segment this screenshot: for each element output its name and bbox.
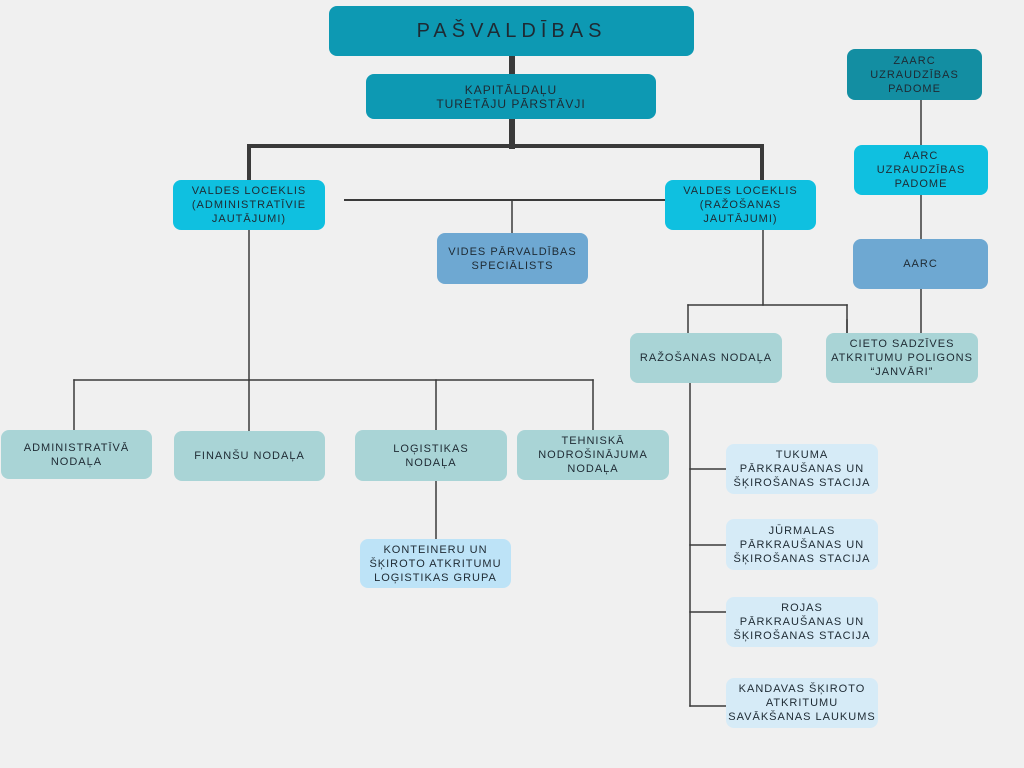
node-konteineru-logistikas-grupa: KONTEINERU UN ŠĶIROTO ATKRITUMU LOĢISTIK… bbox=[360, 539, 511, 588]
node-pasvaldibas: PAŠVALDĪBAS bbox=[329, 6, 694, 56]
node-razosanas-nodala: RAŽOŠANAS NODAĻA bbox=[630, 333, 782, 383]
node-logistikas-nodala: LOĢISTIKAS NODAĻA bbox=[355, 430, 507, 481]
node-aarc-uzraudzibas-padome: AARC UZRAUDZĪBAS PADOME bbox=[854, 145, 988, 195]
node-vides-parvaldibas-specialists: VIDES PĀRVALDĪBAS SPECIĀLISTS bbox=[437, 233, 588, 284]
node-zaarc-uzraudzibas-padome: ZAARC UZRAUDZĪBAS PADOME bbox=[847, 49, 982, 100]
node-jurmalas-stacija: JŪRMALAS PĀRKRAUŠANAS UN ŠĶIROŠANAS STAC… bbox=[726, 519, 878, 570]
node-valdes-loceklis-administrativie: VALDES LOCEKLIS (ADMINISTRATĪVIE JAUTĀJU… bbox=[173, 180, 325, 230]
node-aarc: AARC bbox=[853, 239, 988, 289]
node-rojas-stacija: ROJAS PĀRKRAUŠANAS UN ŠĶIROŠANAS STACIJA bbox=[726, 597, 878, 647]
node-valdes-loceklis-razosanas: VALDES LOCEKLIS (RAŽOŠANAS JAUTĀJUMI) bbox=[665, 180, 816, 230]
node-kapitaldalu-turetaju-parstavji: KAPITĀLDAĻU TURĒTĀJU PĀRSTĀVJI bbox=[366, 74, 656, 119]
node-cieto-sadzives-atkritumu-poligons: CIETO SADZĪVES ATKRITUMU POLIGONS “JANVĀ… bbox=[826, 333, 978, 383]
node-tehniska-nodrosinajuma-nodala: TEHNISKĀ NODROŠINĀJUMA NODAĻA bbox=[517, 430, 669, 480]
node-administrativa-nodala: ADMINISTRATĪVĀ NODAĻA bbox=[1, 430, 152, 479]
node-finansu-nodala: FINANŠU NODAĻA bbox=[174, 431, 325, 481]
node-tukuma-stacija: TUKUMA PĀRKRAUŠANAS UN ŠĶIROŠANAS STACIJ… bbox=[726, 444, 878, 494]
node-kandavas-laukums: KANDAVAS ŠĶIROTO ATKRITUMU SAVĀKŠANAS LA… bbox=[726, 678, 878, 728]
